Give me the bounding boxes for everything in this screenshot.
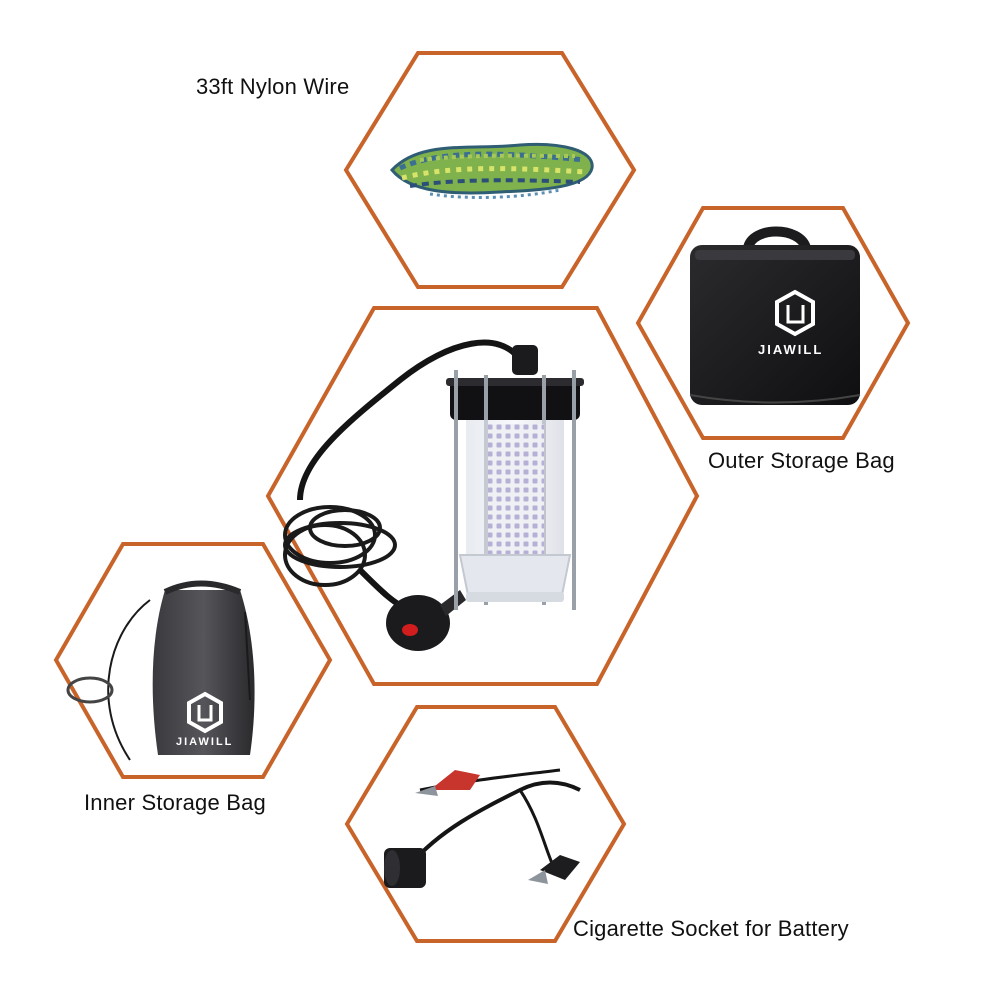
- nylon-wire-coil-image: [390, 142, 594, 199]
- jiawill-shield-icon: [775, 289, 815, 337]
- nylon-wire-label: 33ft Nylon Wire: [196, 74, 350, 99]
- cigarette-socket-image: [384, 768, 581, 888]
- black-clamp-icon: [528, 855, 580, 884]
- red-clamp-icon: [415, 770, 480, 796]
- hexagon-frame-socket: [344, 705, 627, 943]
- outer-storage-bag-image: [689, 226, 861, 405]
- inner-bag-label: Inner Storage Bag: [84, 790, 266, 815]
- outer-bag-brand: JIAWILL: [758, 342, 824, 357]
- led-fishing-light-image: [283, 339, 584, 651]
- socket-label: Cigarette Socket for Battery: [573, 916, 849, 941]
- inner-storage-bag-image: [66, 580, 255, 761]
- hexagon-frame-inner-bag: [53, 542, 333, 779]
- hexagon-frame-outer-bag: [635, 206, 911, 440]
- hexagon-frame-main-light: [265, 306, 700, 686]
- inner-bag-brand: JIAWILL: [176, 736, 234, 748]
- jiawill-shield-icon: [187, 691, 223, 734]
- hexagon-frame-nylon-wire: [343, 51, 637, 289]
- outer-bag-label: Outer Storage Bag: [708, 448, 895, 473]
